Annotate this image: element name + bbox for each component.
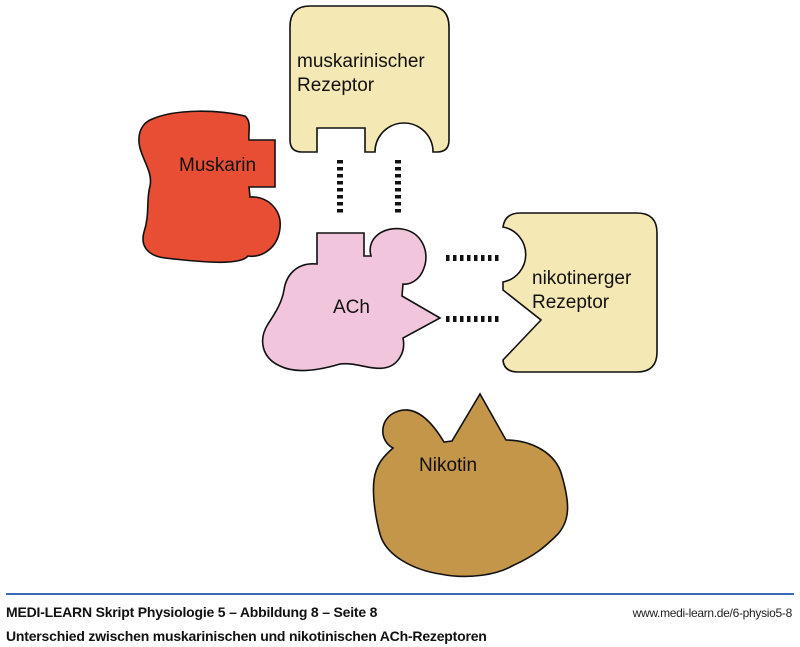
nicotinic-receptor-label-line2: Rezeptor xyxy=(532,292,610,313)
acetylcholine: ACh xyxy=(261,227,442,372)
receptor-diagram: muskarinischer Rezeptor Muskarin ACh nik… xyxy=(138,5,658,578)
nicotinic-receptor: nikotinerger Rezeptor xyxy=(502,212,658,373)
muscarinic-receptor-label-line2: Rezeptor xyxy=(297,75,375,96)
muscarinic-receptor-shape xyxy=(289,5,450,153)
nicotine-shape xyxy=(372,392,569,578)
footer-title: MEDI-LEARN Skript Physiologie 5 – Abbild… xyxy=(6,604,378,620)
acetylcholine-shape xyxy=(261,227,442,372)
muscarinic-receptor-label-line1: muskarinischer xyxy=(297,51,425,72)
acetylcholine-label: ACh xyxy=(333,297,370,318)
nicotinic-receptor-shape xyxy=(502,212,658,373)
nicotine-label: Nikotin xyxy=(419,455,477,476)
nicotine: Nikotin xyxy=(372,392,569,578)
footer-url[interactable]: www.medi-learn.de/6-physio5-8 xyxy=(632,606,793,620)
footer-rule xyxy=(6,593,794,595)
muscarinic-receptor: muskarinischer Rezeptor xyxy=(289,5,450,153)
muscarine-shape xyxy=(138,110,281,264)
muscarine: Muskarin xyxy=(138,110,281,264)
muscarine-label: Muskarin xyxy=(179,155,256,176)
nicotinic-receptor-label-line1: nikotinerger xyxy=(532,268,632,289)
figure-caption: Unterschied zwischen muskarinischen und … xyxy=(6,628,487,644)
